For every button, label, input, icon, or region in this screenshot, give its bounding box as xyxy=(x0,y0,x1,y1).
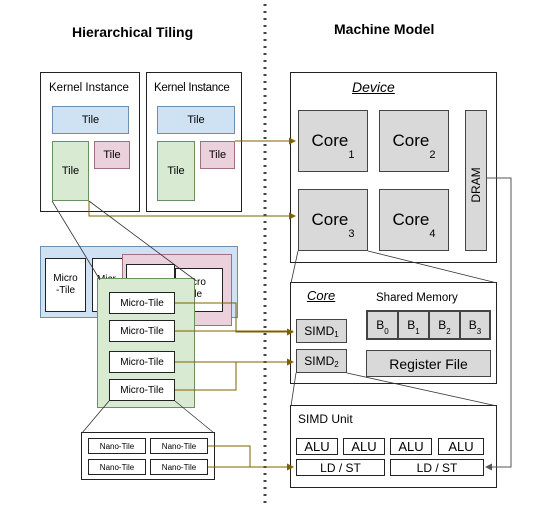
core-subscript: 4 xyxy=(429,228,436,240)
arrow-tile-to-core3 xyxy=(88,201,296,220)
core-label: Core xyxy=(392,131,430,150)
tile-blue: Tile xyxy=(52,106,129,134)
register-file: Register File xyxy=(366,350,491,377)
arrow-nano-to-ldst xyxy=(208,445,294,471)
device-title: Device xyxy=(352,79,395,95)
ld-st: LD / ST xyxy=(296,459,385,476)
simd-label: SIMD xyxy=(304,324,335,338)
core-label: Core xyxy=(311,210,349,229)
kernel-instance-label: Kernel Instance xyxy=(49,82,129,94)
alu: ALU xyxy=(438,438,484,455)
heading-hierarchical-tiling: Hierarchical Tiling xyxy=(72,24,194,40)
zoom-line xyxy=(174,400,215,434)
tile-green: Tile xyxy=(157,141,195,201)
bank-subscript: 0 xyxy=(384,327,389,336)
core-subscript: 1 xyxy=(348,149,355,161)
tile-pink: Tile xyxy=(94,141,130,169)
micro-tile: Micro-Tile xyxy=(109,292,175,314)
simd-subscript: 2 xyxy=(334,360,339,369)
zoom-line xyxy=(290,250,299,284)
ld-st: LD / ST xyxy=(390,459,484,476)
micro-tile: Micro -Tile xyxy=(45,258,86,312)
shared-memory-label: Shared Memory xyxy=(376,292,458,304)
zoom-line xyxy=(51,200,101,281)
micro-tile: Micro-Tile xyxy=(109,320,175,342)
bank-label: B xyxy=(376,318,385,332)
micro-tile: Micro-Tile xyxy=(109,379,175,401)
core-title: Core xyxy=(307,288,336,303)
nano-tile: Nano-Tile xyxy=(150,459,208,475)
alu: ALU xyxy=(296,438,338,455)
zoom-line xyxy=(346,372,498,407)
zoom-line xyxy=(88,200,196,281)
nano-tile: Nano-Tile xyxy=(88,459,146,475)
simd-unit-title: SIMD Unit xyxy=(298,412,353,426)
core-subscript: 2 xyxy=(429,149,436,161)
zoom-line xyxy=(81,400,110,434)
bank-label: B xyxy=(407,318,416,332)
nano-tile: Nano-Tile xyxy=(88,438,146,454)
tile-blue: Tile xyxy=(157,106,235,134)
bank-subscript: 1 xyxy=(415,327,420,336)
heading-machine-model: Machine Model xyxy=(334,21,435,37)
core-subscript: 3 xyxy=(348,228,355,240)
arrow-micro-to-simd1 xyxy=(175,302,294,336)
zoom-line xyxy=(290,372,297,407)
dram-box xyxy=(465,110,487,251)
micro-tile: Micro-Tile xyxy=(109,351,175,373)
simd-label: SIMD xyxy=(304,354,335,368)
bank-subscript: 2 xyxy=(446,327,451,336)
alu: ALU xyxy=(343,438,385,455)
core-label: Core xyxy=(392,210,430,229)
arrow-micro-to-simd2 xyxy=(175,358,294,391)
tile-pink: Tile xyxy=(200,141,235,169)
zoom-line xyxy=(367,250,498,284)
bank-subscript: 3 xyxy=(476,327,482,336)
simd-subscript: 1 xyxy=(334,330,339,339)
bank-label: B xyxy=(438,318,447,332)
tile-green: Tile xyxy=(52,141,89,201)
core-label: Core xyxy=(311,131,349,150)
kernel-instance-label: Kernel Instance xyxy=(154,82,230,94)
bank-label: B xyxy=(468,318,477,332)
alu: ALU xyxy=(390,438,432,455)
arrow-dram-to-ldst xyxy=(485,177,512,471)
nano-tile: Nano-Tile xyxy=(150,438,208,454)
